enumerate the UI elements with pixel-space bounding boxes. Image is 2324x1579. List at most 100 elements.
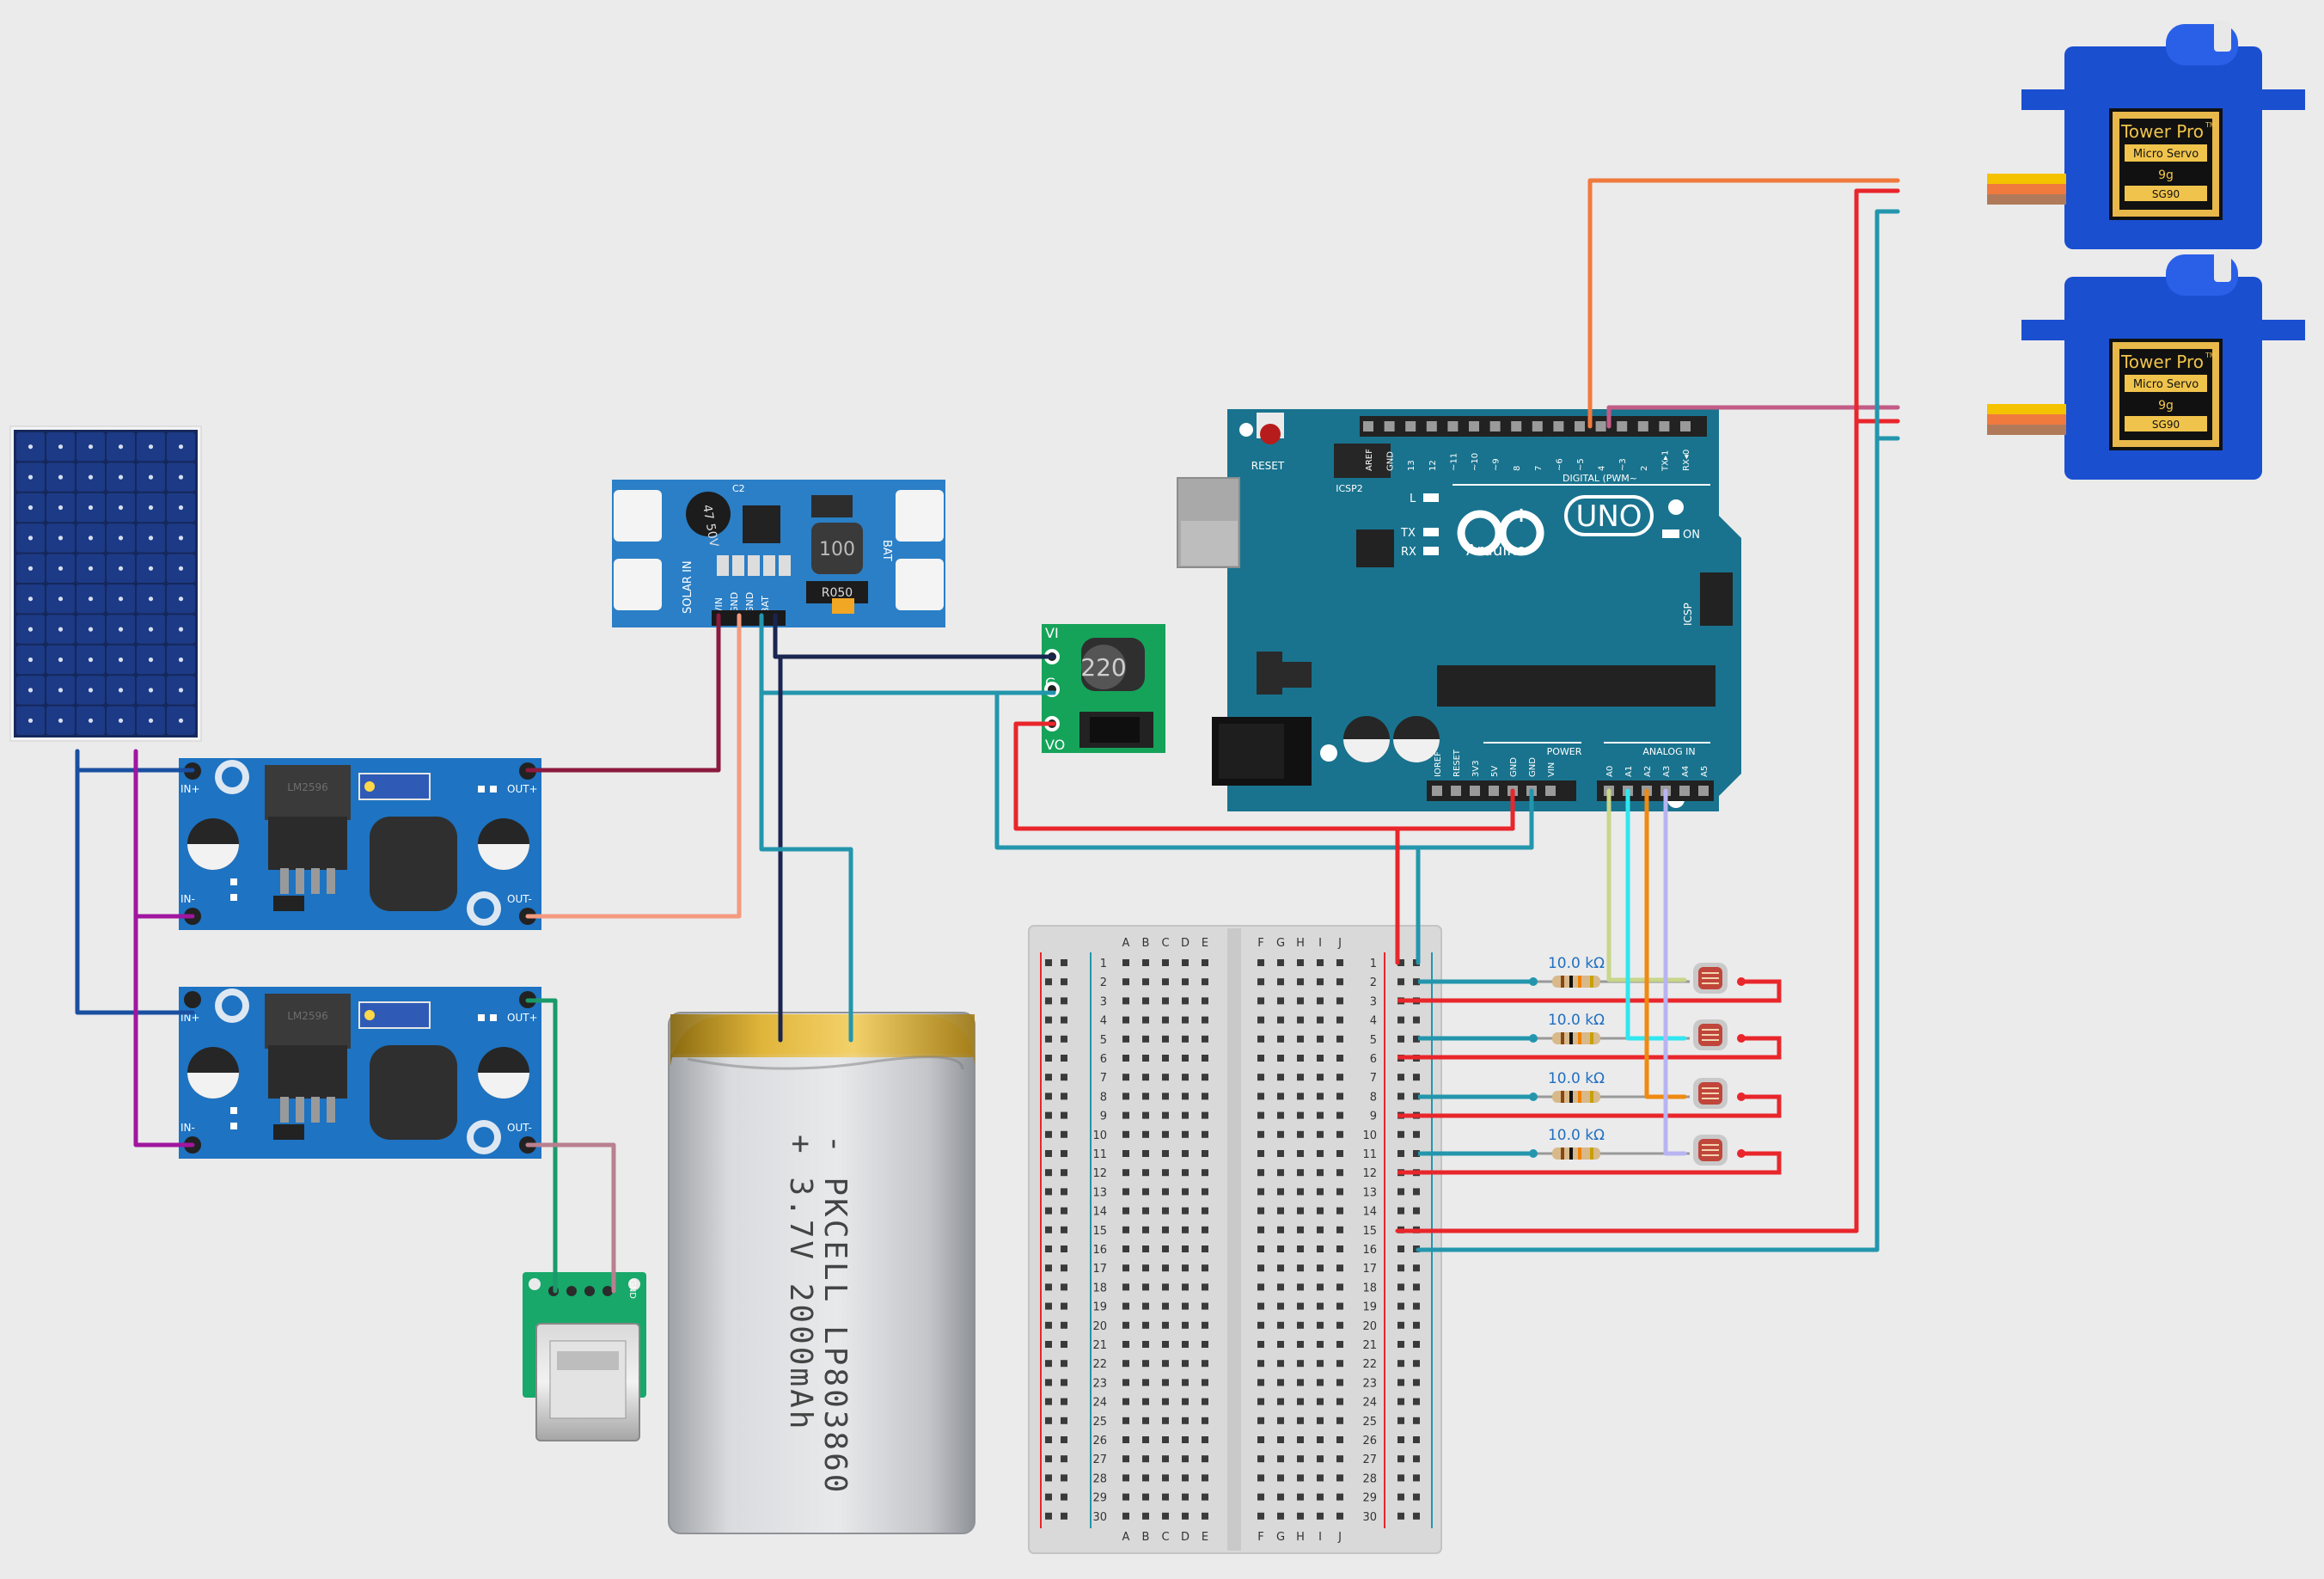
rail-hole[interactable] — [1061, 1035, 1067, 1043]
wire-a2-ldr3[interactable] — [1644, 788, 1687, 1099]
breadboard-hole[interactable] — [1297, 1398, 1304, 1405]
breadboard-hole[interactable] — [1202, 1321, 1208, 1329]
breadboard-hole[interactable] — [1336, 1436, 1343, 1443]
breadboard-hole[interactable] — [1297, 1150, 1304, 1157]
digital-pin-socket[interactable] — [1469, 421, 1479, 431]
breadboard-hole[interactable] — [1142, 1379, 1149, 1386]
rail-hole[interactable] — [1061, 1130, 1067, 1138]
breadboard-hole[interactable] — [1182, 1398, 1189, 1405]
breadboard-hole[interactable] — [1162, 1321, 1169, 1329]
digital-pin-socket[interactable] — [1447, 421, 1459, 431]
breadboard-hole[interactable] — [1317, 1130, 1324, 1138]
breadboard-hole[interactable] — [1317, 1379, 1324, 1386]
breadboard-hole[interactable] — [1257, 1474, 1264, 1482]
rail-hole[interactable] — [1413, 1188, 1420, 1196]
breadboard-hole[interactable] — [1162, 1264, 1169, 1272]
rail-hole[interactable] — [1413, 1455, 1420, 1463]
breadboard-hole[interactable] — [1162, 1055, 1169, 1062]
breadboard-hole[interactable] — [1317, 1321, 1324, 1329]
breadboard-hole[interactable] — [1142, 1016, 1149, 1024]
breadboard-hole[interactable] — [1122, 1092, 1129, 1100]
breadboard-hole[interactable] — [1202, 1436, 1208, 1443]
breadboard-hole[interactable] — [1317, 1398, 1324, 1405]
breadboard-hole[interactable] — [1336, 1207, 1343, 1215]
breadboard-hole[interactable] — [1317, 1245, 1324, 1252]
rail-hole[interactable] — [1397, 1035, 1404, 1043]
breadboard-hole[interactable] — [1277, 1341, 1284, 1348]
breadboard-hole[interactable] — [1257, 978, 1264, 986]
rail-hole[interactable] — [1413, 978, 1420, 986]
rail-hole[interactable] — [1061, 1417, 1067, 1424]
rail-hole[interactable] — [1413, 1264, 1420, 1272]
breadboard-hole[interactable] — [1297, 1130, 1304, 1138]
rail-hole[interactable] — [1413, 1341, 1420, 1348]
breadboard-hole[interactable] — [1297, 1264, 1304, 1272]
rail-hole[interactable] — [1397, 1245, 1404, 1252]
breadboard-hole[interactable] — [1142, 1245, 1149, 1252]
breadboard-hole[interactable] — [1142, 1341, 1149, 1348]
breadboard-hole[interactable] — [1142, 1512, 1149, 1520]
wire-arduino-5v-rail[interactable] — [1395, 826, 1515, 965]
breadboard-hole[interactable] — [1122, 1417, 1129, 1424]
breadboard-hole[interactable] — [1336, 1226, 1343, 1233]
breadboard-hole[interactable] — [1336, 1130, 1343, 1138]
breadboard-hole[interactable] — [1317, 1512, 1324, 1520]
breadboard-hole[interactable] — [1317, 1341, 1324, 1348]
rail-hole[interactable] — [1045, 1074, 1052, 1081]
breadboard-hole[interactable] — [1162, 1302, 1169, 1310]
breadboard-hole[interactable] — [1277, 1512, 1284, 1520]
breadboard-hole[interactable] — [1122, 1016, 1129, 1024]
breadboard-hole[interactable] — [1202, 1207, 1208, 1215]
breadboard-hole[interactable] — [1202, 1283, 1208, 1291]
wire-buck1-out-neg-charger[interactable] — [525, 613, 742, 919]
boost-module[interactable]: 220 VI G VO — [1042, 624, 1165, 753]
rail-hole[interactable] — [1397, 959, 1404, 966]
breadboard-hole[interactable] — [1162, 1245, 1169, 1252]
breadboard-hole[interactable] — [1202, 1417, 1208, 1424]
breadboard-hole[interactable] — [1182, 1302, 1189, 1310]
breadboard-hole[interactable] — [1336, 1150, 1343, 1157]
breadboard-hole[interactable] — [1182, 1360, 1189, 1368]
breadboard-hole[interactable] — [1257, 1398, 1264, 1405]
buck-converter-2[interactable]: LM2596 IN+ IN- OUT+ OUT- — [179, 987, 541, 1159]
breadboard-hole[interactable] — [1182, 1493, 1189, 1501]
rail-hole[interactable] — [1397, 1493, 1404, 1501]
rail-hole[interactable] — [1397, 978, 1404, 986]
wire-charger-bat-battery[interactable] — [773, 654, 783, 1043]
breadboard-hole[interactable] — [1142, 978, 1149, 986]
breadboard-hole[interactable] — [1142, 1264, 1149, 1272]
digital-pin-socket[interactable] — [1595, 421, 1606, 431]
breadboard-hole[interactable] — [1297, 1455, 1304, 1463]
wire-solar-neg-buck2[interactable] — [133, 914, 195, 1148]
breadboard-hole[interactable] — [1277, 1302, 1284, 1310]
rail-hole[interactable] — [1045, 959, 1052, 966]
breadboard-hole[interactable] — [1122, 1150, 1129, 1157]
breadboard-hole[interactable] — [1162, 959, 1169, 966]
wire-a0-ldr1[interactable] — [1606, 788, 1687, 982]
rail-hole[interactable] — [1061, 1341, 1067, 1348]
rail-hole[interactable] — [1413, 1417, 1420, 1424]
breadboard-hole[interactable] — [1257, 1111, 1264, 1119]
rail-hole[interactable] — [1045, 1283, 1052, 1291]
breadboard-hole[interactable] — [1336, 1512, 1343, 1520]
rail-hole[interactable] — [1061, 1379, 1067, 1386]
breadboard-hole[interactable] — [1142, 1436, 1149, 1443]
breadboard-hole[interactable] — [1202, 1016, 1208, 1024]
breadboard-hole[interactable] — [1297, 1493, 1304, 1501]
breadboard-hole[interactable] — [1257, 1341, 1264, 1348]
breadboard-hole[interactable] — [1297, 1283, 1304, 1291]
breadboard-hole[interactable] — [1182, 978, 1189, 986]
breadboard-hole[interactable] — [1257, 1188, 1264, 1196]
wire-buck1-out-pos-charger[interactable] — [525, 613, 721, 773]
rail-hole[interactable] — [1061, 978, 1067, 986]
rail-hole[interactable] — [1061, 1512, 1067, 1520]
breadboard-hole[interactable] — [1142, 1035, 1149, 1043]
breadboard-hole[interactable] — [1162, 997, 1169, 1005]
breadboard-hole[interactable] — [1182, 1016, 1189, 1024]
breadboard-hole[interactable] — [1336, 1016, 1343, 1024]
wire-servo1-power[interactable] — [1395, 188, 1900, 1233]
rail-hole[interactable] — [1397, 1360, 1404, 1368]
breadboard-hole[interactable] — [1202, 1188, 1208, 1196]
breadboard-hole[interactable] — [1336, 978, 1343, 986]
breadboard-hole[interactable] — [1122, 1398, 1129, 1405]
